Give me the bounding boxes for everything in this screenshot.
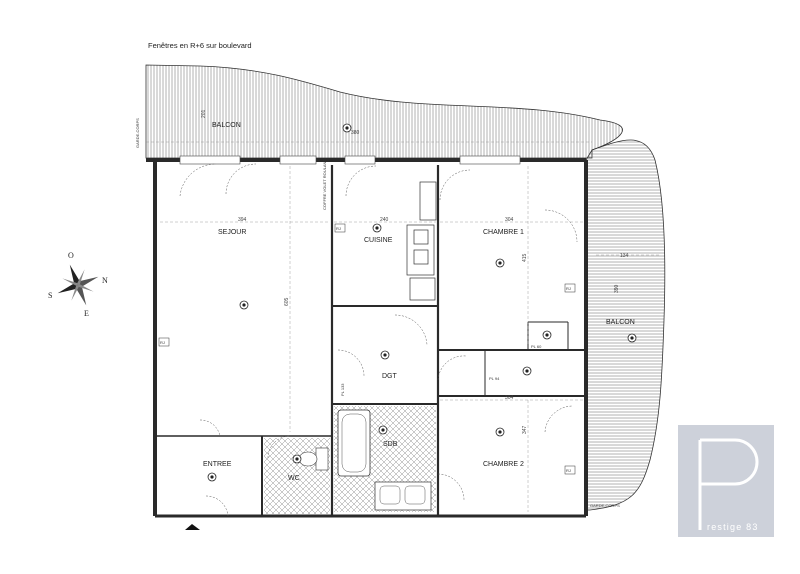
note-garde-corps-top: GARDE-CORPS — [135, 118, 140, 148]
light-icon-cuisine — [372, 223, 382, 233]
room-label-sdb: SDB — [383, 441, 398, 448]
rj-socket-chambre1: RJ — [564, 283, 576, 293]
room-label-wc: WC — [288, 475, 300, 482]
logo-text: restige 83 — [707, 522, 759, 532]
dim-balcon-top-depth: 201 — [201, 109, 207, 118]
light-icon-balcon-top — [342, 123, 352, 133]
light-icon-dgt — [380, 350, 390, 360]
note-garde-corps-right: GARDE-CORPS — [590, 503, 620, 508]
room-label-chambre1: CHAMBRE 1 — [483, 229, 524, 236]
room-label-balcon-right: BALCON — [606, 319, 635, 326]
light-icon-sdb — [378, 425, 388, 435]
svg-text:RJ: RJ — [566, 468, 571, 473]
vanity — [374, 481, 432, 511]
dim-chambre1-width: 304 — [505, 217, 514, 223]
room-label-entree: ENTREE — [203, 461, 232, 468]
dim-chambre1-height: 415 — [522, 253, 528, 262]
compass-label-n: N — [102, 276, 108, 285]
light-icon-balcon-right — [627, 333, 637, 343]
compass-rose — [57, 264, 99, 306]
room-label-balcon-top: BALCON — [212, 122, 241, 129]
light-icon-entree — [207, 472, 217, 482]
dim-sejour-height: 605 — [284, 297, 290, 306]
dim-balcon-right-width: 134 — [620, 253, 629, 259]
entry-arrow — [185, 524, 200, 530]
toilet — [298, 447, 329, 471]
compass-label-s: S — [48, 291, 52, 300]
room-label-sejour: SEJOUR — [218, 229, 246, 236]
dim-chambre2-width: 304 — [505, 395, 514, 401]
light-icon-chambre2 — [495, 427, 505, 437]
light-icon-wc — [292, 454, 302, 464]
svg-text:RJ: RJ — [160, 340, 165, 345]
rj-socket-sejour: RJ — [158, 337, 170, 347]
placard-label-pl60: PL 60 — [531, 344, 542, 349]
dim-balcon-top-length: 380 — [351, 130, 360, 136]
svg-text:RJ: RJ — [336, 226, 341, 231]
light-icon-placard-chambre1 — [542, 330, 552, 340]
prestige-83-logo: restige 83 — [678, 425, 774, 537]
top-windows — [179, 155, 521, 165]
rj-socket-cuisine: RJ — [334, 223, 346, 233]
balcony-top — [145, 64, 623, 159]
balcony-right — [585, 139, 666, 511]
room-label-dgt: DGT — [382, 373, 398, 380]
door-swings — [179, 163, 578, 517]
placard-label-pl133: PL 133 — [340, 383, 345, 396]
plan-title: Fenêtres en R+6 sur boulevard — [148, 41, 252, 50]
dim-sejour-width: 394 — [238, 217, 247, 223]
compass-label-e: E — [84, 309, 89, 318]
light-icon-placard-dgt — [522, 366, 532, 376]
dim-chambre2-height: 347 — [522, 425, 528, 434]
light-icon-chambre1 — [495, 258, 505, 268]
light-icon-sejour — [239, 300, 249, 310]
svg-text:RJ: RJ — [566, 286, 571, 291]
dimension-lines — [146, 141, 660, 512]
dim-balcon-right-height: 390 — [614, 284, 620, 293]
compass-label-o: O — [68, 251, 74, 260]
room-label-cuisine: CUISINE — [364, 237, 393, 244]
rj-socket-chambre2: RJ — [564, 465, 576, 475]
room-label-chambre2: CHAMBRE 2 — [483, 461, 524, 468]
placard-label-pl94: PL 94 — [489, 376, 500, 381]
note-coffre: COFFRE VOLET ROULANT — [322, 159, 327, 210]
bathtub — [337, 409, 371, 477]
dim-cuisine-width: 240 — [380, 217, 389, 223]
kitchen-fittings — [406, 181, 437, 301]
